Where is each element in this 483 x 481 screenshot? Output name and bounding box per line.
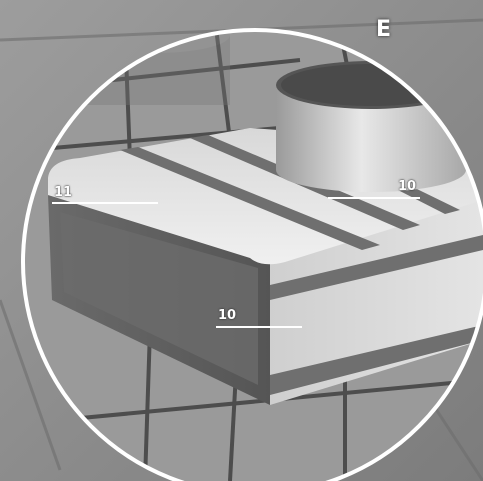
panel-label: E [376, 17, 392, 42]
callout-label-10-front: 10 [218, 308, 237, 323]
callout-label-11: 11 [54, 185, 73, 200]
callout-label-10-top: 10 [398, 179, 417, 194]
lens-ring [21, 28, 483, 481]
leader-lines [52, 197, 420, 328]
